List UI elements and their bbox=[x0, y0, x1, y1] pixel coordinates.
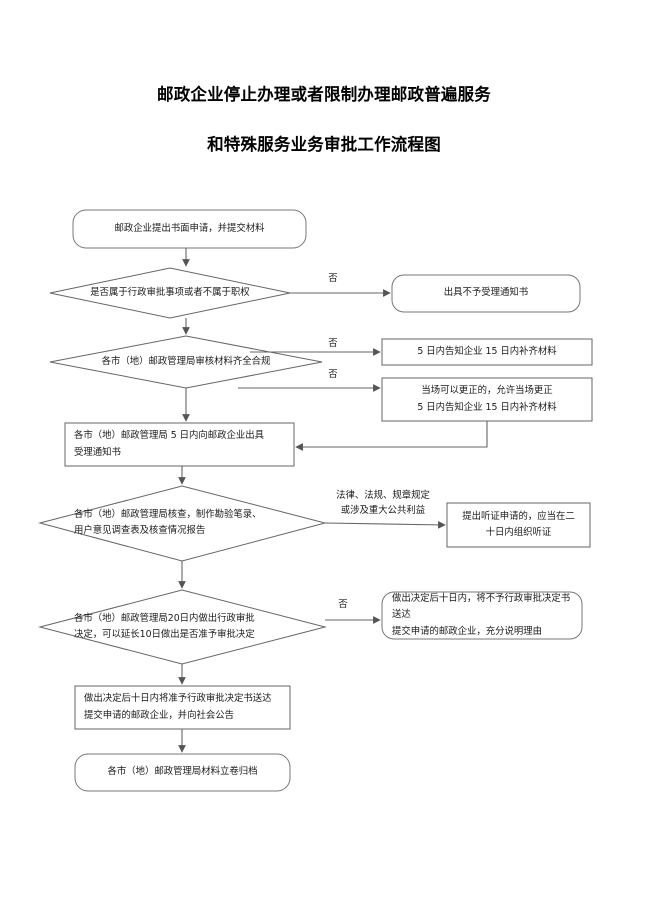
node-reject-notice bbox=[391, 274, 581, 313]
node-supplement-notice bbox=[381, 338, 593, 366]
title-line-1: 邮政企业停止办理或者限制办理邮政普遍服务 bbox=[157, 85, 491, 104]
node-acceptance-notice bbox=[64, 422, 295, 467]
node-reject-notice-label: 出具不予受理通知书 bbox=[443, 287, 529, 299]
node-start bbox=[72, 209, 307, 249]
node-verification-label: 各市（地）邮政管理局核查，制作勘验笔录、 用户意见调查表及核查情况报告 bbox=[74, 508, 262, 536]
node-approval-decision bbox=[38, 589, 327, 665]
title-line-2: 和特殊服务业务审批工作流程图 bbox=[207, 135, 441, 155]
node-refusal-delivery bbox=[381, 591, 583, 640]
node-acceptance-notice-label: 各市（地）邮政管理局 5 日内向邮政企业出具 受理通知书 bbox=[74, 430, 265, 458]
node-onsite-correction-label: 当场可以更正的，允许当场更正 5 日内告知企业 15 日内补齐材料 bbox=[417, 385, 557, 413]
edge-label-no-scope: 否 bbox=[328, 273, 338, 284]
edge-decision3-to-hearing bbox=[324, 521, 446, 529]
node-onsite-correction bbox=[381, 377, 593, 422]
edge-label-no-approval: 否 bbox=[338, 599, 348, 610]
node-decision-materials-label: 各市（地）邮政管理局审核材料齐全合规 bbox=[101, 355, 271, 367]
edge-label-no-materials-1: 否 bbox=[328, 338, 338, 349]
document-title: 邮政企业停止办理或者限制办理邮政普遍服务 和特殊服务业务审批工作流程图 bbox=[0, 84, 648, 157]
edge-onsite-to-acceptance bbox=[295, 421, 488, 451]
node-hearing bbox=[446, 502, 591, 548]
node-decision-scope-label: 是否属于行政审批事项或者不属于职权 bbox=[90, 286, 250, 298]
node-start-label: 邮政企业提出书面申请，并提交材料 bbox=[114, 222, 265, 234]
edge-label-hearing-condition: 法律、法规、规章规定 或涉及重大公共利益 bbox=[336, 490, 430, 516]
node-archive bbox=[74, 753, 291, 792]
node-approval-decision-label: 各市（地）邮政管理局20日内做出行政审批 决定，可以延长10日做出是否准予审批决… bbox=[74, 612, 255, 640]
node-refusal-delivery-label: 做出决定后十日内，将不予行政审批决定书送达 提交申请的邮政企业，充分说明理由 bbox=[392, 593, 571, 637]
node-supplement-notice-label: 5 日内告知企业 15 日内补齐材料 bbox=[417, 345, 557, 357]
node-archive-label: 各市（地）邮政管理局材料立卷归档 bbox=[107, 766, 258, 778]
edge-label-no-materials-2: 否 bbox=[328, 369, 338, 380]
node-decision-materials bbox=[49, 335, 323, 389]
node-approval-delivery bbox=[74, 685, 291, 730]
node-hearing-label: 提出听证申请的，应当在二 十日内组织听证 bbox=[462, 510, 575, 538]
node-approval-delivery-label: 做出决定后十日内将准予行政审批决定书送达 提交申请的邮政企业，并向社会公告 bbox=[84, 693, 272, 721]
